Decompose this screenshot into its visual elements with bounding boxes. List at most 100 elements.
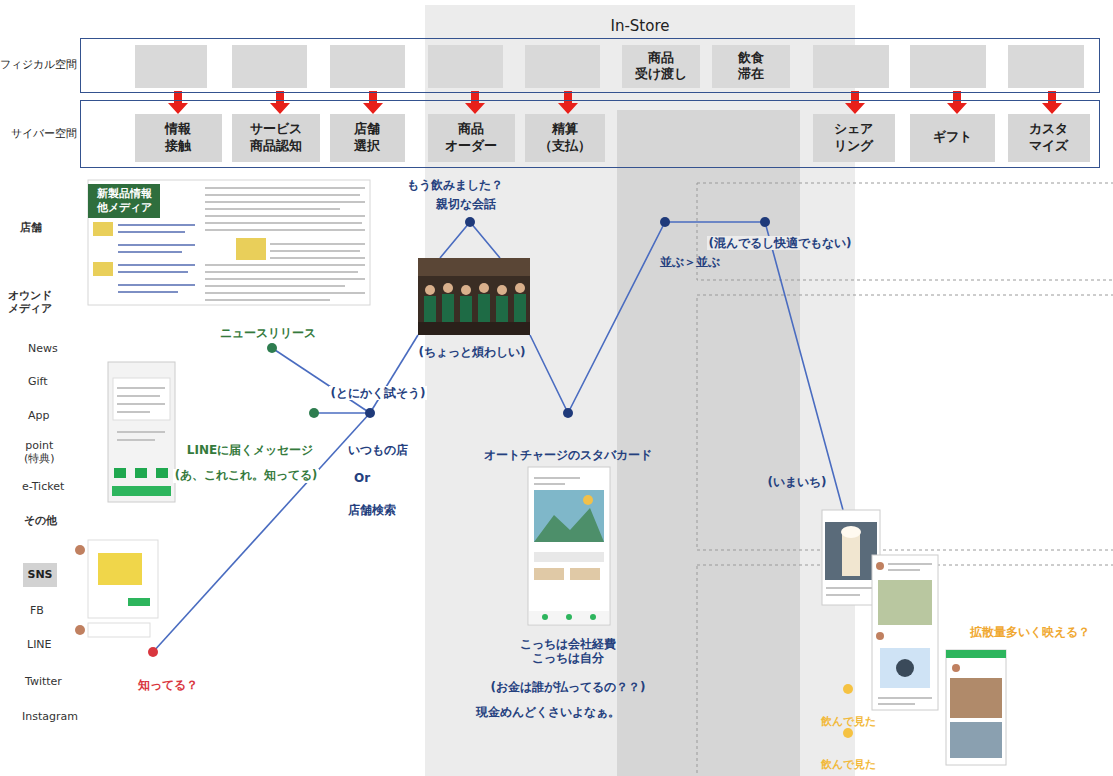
- screenshot-text-lines: [826, 588, 875, 595]
- red-arrow: [845, 91, 865, 114]
- physical-touchpoint-box: 商品 受け渡し: [622, 45, 700, 88]
- journey-note: 飲んで見た: [821, 758, 876, 771]
- green-bar: [112, 486, 171, 496]
- row-heading: サイバー空間: [11, 127, 77, 140]
- empty-box: [330, 45, 405, 88]
- row-category-label: オウンド メディア: [8, 289, 52, 315]
- cyber-touchpoint-box: 情報 接触: [135, 114, 222, 162]
- journey-segment: [272, 348, 370, 413]
- journey-note: ニュースリリース: [220, 326, 316, 340]
- row-category-label: その他: [24, 514, 57, 527]
- green-button: [128, 598, 150, 606]
- node-text: 情報 接触: [165, 121, 191, 154]
- journey-note: (お金は誰が払ってるの？？): [491, 680, 646, 694]
- sns-feed-screenshot: [872, 555, 938, 710]
- red-arrow: [270, 91, 290, 114]
- empty-box: [135, 45, 207, 88]
- avatar: [75, 625, 85, 635]
- sns-tag-box: SNS: [23, 563, 56, 587]
- journey-dot: [365, 408, 375, 418]
- journey-note: 現金めんどくさいよなぁ。: [476, 705, 620, 719]
- cyber-touchpoint-box: ギフト: [910, 114, 995, 162]
- line-screenshot: [108, 362, 175, 502]
- card-mountains: [534, 508, 604, 542]
- journey-note: (混んでるし快適でもない): [707, 236, 854, 250]
- row-category-label: FB: [30, 604, 44, 617]
- row-category-label: e-Ticket: [22, 480, 64, 493]
- head: [479, 283, 489, 293]
- head: [425, 285, 435, 295]
- thumbnail: [236, 238, 266, 260]
- inner-band-fill: [617, 110, 800, 776]
- nav-icon: [566, 614, 572, 620]
- red-arrows: [168, 91, 1062, 114]
- empty-box: [525, 45, 600, 88]
- head: [443, 283, 453, 293]
- journey-note: (いまいち): [768, 475, 827, 489]
- post-image: [880, 648, 930, 688]
- card-sun: [583, 495, 593, 505]
- avatar: [876, 562, 884, 570]
- avatar: [876, 632, 884, 640]
- share-dot: [843, 684, 853, 694]
- journey-dot: [563, 408, 573, 418]
- card-image: [534, 490, 604, 542]
- node-text: 店舗 選択: [354, 121, 380, 154]
- cyber-touchpoint-box: カスタ マイズ: [1008, 114, 1090, 162]
- node-text: 商品 受け渡し: [635, 50, 687, 81]
- share-dot: [843, 728, 853, 738]
- thumbnail: [93, 222, 113, 236]
- post-image: [950, 678, 1002, 718]
- dashed-region: [697, 183, 1113, 280]
- dashed-region: [697, 565, 1113, 776]
- cyber-touchpoint-box: 店舗 選択: [330, 114, 405, 162]
- empty-box: [428, 45, 503, 88]
- counter: [418, 322, 530, 335]
- dashed-region: [697, 295, 1113, 550]
- media-tag-box: 新製品情報 他メディア: [88, 184, 160, 218]
- node-text: In-Store: [611, 17, 670, 36]
- screenshot-frame: [88, 180, 370, 305]
- staff-aprons: [424, 294, 526, 324]
- journey-note: いつもの店: [348, 443, 408, 457]
- node-text: シェア リング: [834, 121, 873, 154]
- node-text: 精算 （支払）: [539, 121, 591, 154]
- avatar: [75, 545, 85, 555]
- empty-box: [813, 45, 889, 88]
- screenshot-frame: [108, 362, 175, 502]
- journey-note: 飲んで見た: [821, 715, 876, 728]
- thumbnail: [93, 262, 113, 276]
- apron: [460, 296, 472, 324]
- screenshot-frame: [946, 650, 1006, 765]
- screenshot-text-lines: [205, 188, 365, 300]
- news-screenshot: [88, 180, 370, 305]
- drink-photo: [822, 510, 880, 605]
- journey-note: LINEに届くメッセージ: [187, 443, 313, 457]
- apron: [514, 294, 526, 324]
- cyber-touchpoint-box: サービス 商品認知: [232, 114, 320, 162]
- empty-box: [232, 45, 307, 88]
- cyber-touchpoint-box: 商品 オーダー: [428, 114, 515, 162]
- row-category-label: App: [28, 409, 50, 422]
- journey-note: 店舗検索: [348, 503, 396, 517]
- head: [497, 285, 507, 295]
- screenshot-text-lines: [878, 698, 932, 704]
- awareness-dot: [148, 647, 158, 657]
- avatar: [952, 664, 960, 672]
- photo-shelf: [418, 258, 530, 276]
- app-icon: [135, 468, 147, 478]
- empty-box: [1008, 45, 1084, 88]
- screenshot-link-lines: [118, 225, 195, 292]
- media-dot: [309, 408, 319, 418]
- row-category-label: Instagram: [22, 710, 78, 723]
- journey-segment: [314, 412, 370, 414]
- nav-icon: [590, 614, 596, 620]
- card-thumb: [570, 568, 600, 580]
- media-dot: [267, 343, 277, 353]
- cyber-touchpoint-box: 精算 （支払）: [525, 114, 605, 162]
- node-text: ギフト: [933, 129, 972, 145]
- sns-screenshots: [75, 540, 158, 637]
- journey-note: (あ、これこれ。知ってる): [173, 469, 320, 483]
- screenshot-text-lines: [117, 388, 165, 440]
